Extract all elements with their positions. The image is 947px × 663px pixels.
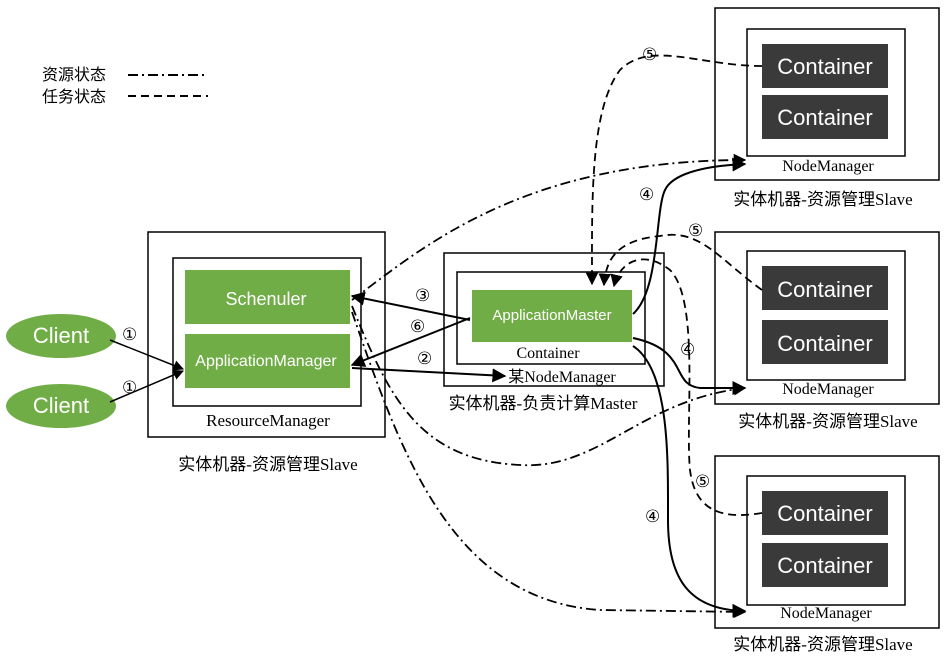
master-container-label: Container bbox=[516, 345, 580, 362]
step-4-top: ④ bbox=[639, 185, 654, 204]
legend-task-label: 任务状态 bbox=[42, 87, 106, 106]
master-machine-label: 实体机器-负责计算Master bbox=[449, 394, 638, 413]
step-5-bottom: ⑤ bbox=[695, 472, 710, 491]
rm-am-arrows bbox=[350, 291, 507, 383]
am-to-nm-arrows bbox=[632, 157, 747, 618]
slave-2-nodemanager-label: NodeManager bbox=[782, 381, 874, 398]
legend: 资源状态 任务状态 bbox=[42, 65, 208, 106]
slave-3-nodemanager-label: NodeManager bbox=[780, 605, 872, 622]
slave-1-machine-label: 实体机器-资源管理Slave bbox=[733, 190, 912, 209]
slave-3-container-2-label: Container bbox=[777, 553, 872, 578]
slave-1-container-1 bbox=[762, 44, 888, 88]
step-1-bottom: ① bbox=[122, 378, 137, 397]
client-2: Client bbox=[6, 384, 116, 428]
step-4-bottom: ④ bbox=[645, 507, 660, 526]
slave-3-container-2 bbox=[762, 543, 888, 587]
legend-resource-label: 资源状态 bbox=[42, 65, 106, 84]
step-labels: ① ① ③ ⑥ ② ④ ④ ④ ⑤ ⑤ ⑤ bbox=[122, 45, 710, 526]
slave-3-container-1-label: Container bbox=[777, 501, 872, 526]
client-2-label: Client bbox=[33, 393, 89, 418]
resource-state-lines bbox=[351, 153, 747, 619]
application-manager-box bbox=[185, 334, 350, 388]
client-1: Client bbox=[6, 314, 116, 358]
slave-machine-3: Container Container NodeManager 实体机器-资源管… bbox=[714, 455, 940, 654]
step-3: ③ bbox=[415, 286, 430, 305]
resource-manager-machine: Schenuler ApplicationManager ResourceMan… bbox=[147, 231, 386, 474]
slave-1-container-2 bbox=[762, 95, 888, 139]
slave-3-machine-label: 实体机器-资源管理Slave bbox=[733, 635, 912, 654]
application-master-label: ApplicationMaster bbox=[492, 307, 611, 324]
step-1-top: ① bbox=[122, 325, 137, 344]
application-manager-label: ApplicationManager bbox=[195, 353, 337, 370]
client-to-rm-arrows bbox=[109, 339, 184, 403]
slave-1-container-2-label: Container bbox=[777, 105, 872, 130]
step-2: ② bbox=[417, 349, 432, 368]
slave-2-container-1-label: Container bbox=[777, 277, 872, 302]
step-5-top: ⑤ bbox=[642, 45, 657, 64]
scheduler-label: Schenuler bbox=[225, 289, 306, 309]
slave-3-container-1 bbox=[762, 491, 888, 535]
slave-machine-2: Container Container NodeManager 实体机器-资源管… bbox=[714, 231, 940, 431]
step-6: ⑥ bbox=[410, 317, 425, 336]
slave-1-container-1-label: Container bbox=[777, 54, 872, 79]
master-machine: ApplicationMaster Container 某NodeManager… bbox=[443, 252, 665, 413]
slave-2-machine-label: 实体机器-资源管理Slave bbox=[738, 412, 917, 431]
client-1-label: Client bbox=[33, 323, 89, 348]
task-state-lines bbox=[585, 54, 763, 516]
application-master-box bbox=[472, 290, 632, 342]
master-nodemanager-label: 某NodeManager bbox=[508, 368, 616, 386]
step-4-mid: ④ bbox=[680, 340, 695, 359]
slave-machine-1: Container Container NodeManager 实体机器-资源管… bbox=[714, 7, 940, 209]
slave-1-nodemanager-label: NodeManager bbox=[782, 158, 874, 175]
slave-2-container-1 bbox=[762, 266, 888, 310]
rm-machine-label: 实体机器-资源管理Slave bbox=[178, 455, 357, 474]
slave-2-container-2 bbox=[762, 320, 888, 364]
slave-2-container-2-label: Container bbox=[777, 331, 872, 356]
resource-manager-label: ResourceManager bbox=[206, 411, 330, 430]
scheduler-box bbox=[185, 270, 350, 324]
step-5-mid: ⑤ bbox=[688, 221, 703, 240]
